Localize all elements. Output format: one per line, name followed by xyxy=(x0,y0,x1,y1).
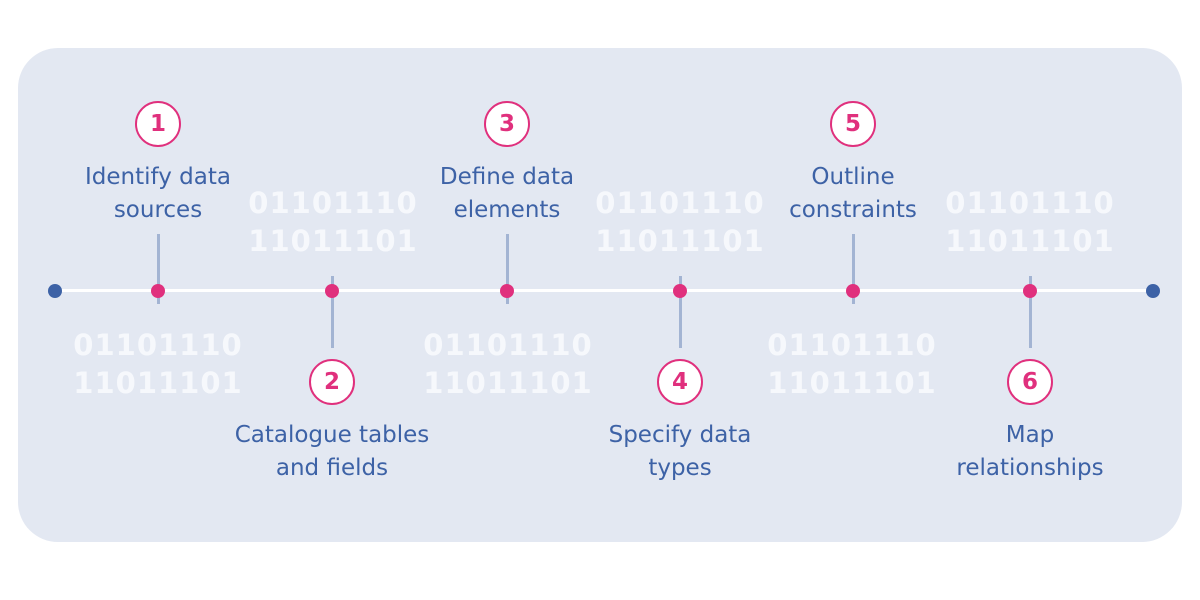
step-dot xyxy=(846,283,860,298)
step-connector xyxy=(505,234,509,304)
step-number-badge: 2 xyxy=(309,359,355,405)
step-connector xyxy=(851,234,855,304)
timeline-line xyxy=(55,289,1152,292)
timeline-start-dot xyxy=(48,283,62,298)
step-dot xyxy=(325,283,339,298)
step-number-badge: 4 xyxy=(657,359,703,405)
step-connector xyxy=(678,276,682,348)
step-dot xyxy=(1023,283,1037,298)
step-connector xyxy=(330,276,334,348)
step-number-badge: 5 xyxy=(830,101,876,147)
timeline-panel xyxy=(18,48,1182,542)
step-dot xyxy=(151,283,165,298)
step-number-badge: 6 xyxy=(1007,359,1053,405)
step-number-badge: 1 xyxy=(135,101,181,147)
step-dot xyxy=(673,283,687,298)
step-connector xyxy=(1028,276,1032,348)
step-number-badge: 3 xyxy=(484,101,530,147)
step-dot xyxy=(500,283,514,298)
step-connector xyxy=(156,234,160,304)
timeline-end-dot xyxy=(1146,283,1160,298)
